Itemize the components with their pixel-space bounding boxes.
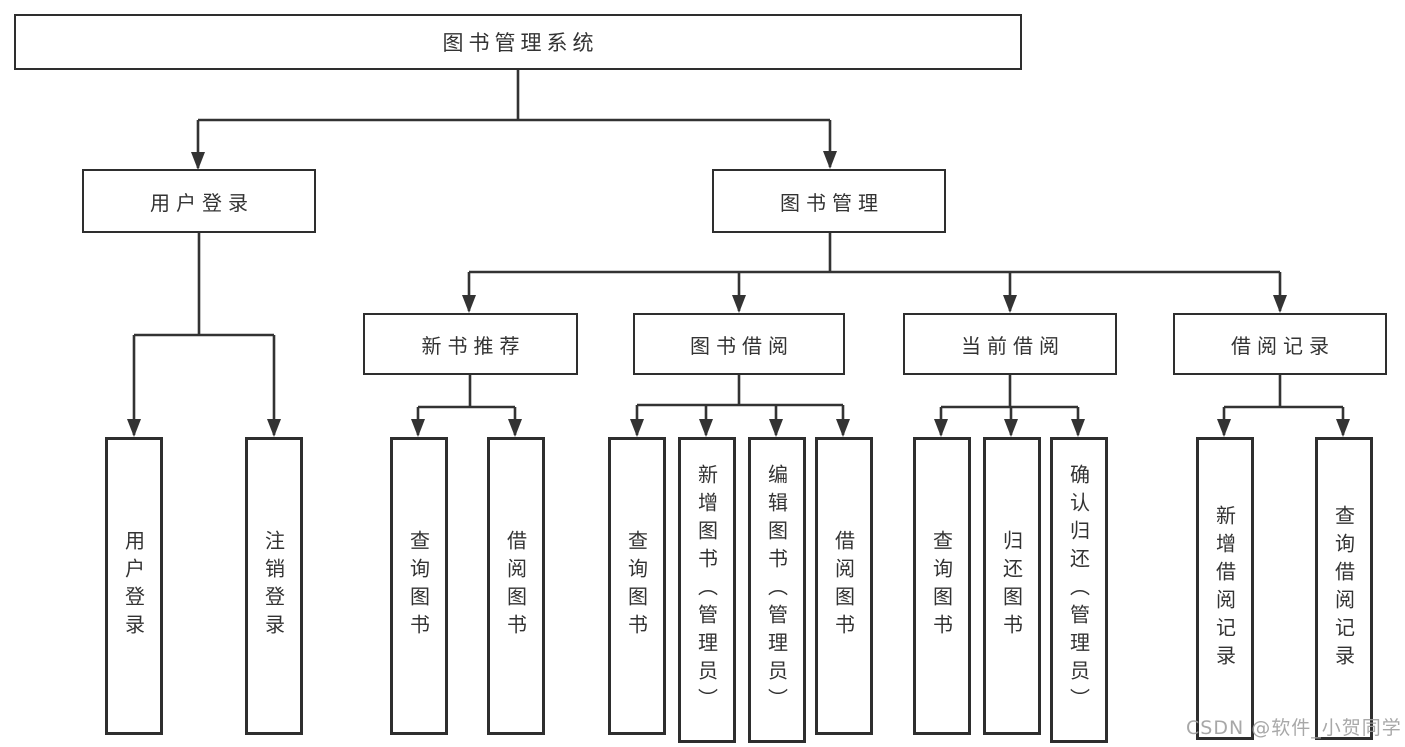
node-label: 确认归还（管理员） [1066, 464, 1091, 716]
node-label: 图书管理系统 [442, 31, 599, 55]
leaf-node-query-borrow-record: 查询借阅记录 [1315, 437, 1373, 740]
leaf-node-query-books-2: 查询图书 [608, 437, 666, 735]
arrowheads [127, 151, 1350, 437]
node-label: 用户登录 [150, 190, 254, 215]
node-label: 查询图书 [406, 530, 431, 642]
node-new-book-recommendation: 新书推荐 [363, 313, 578, 375]
node-book-management: 图书管理 [712, 169, 946, 233]
node-label: 借阅记录 [1231, 333, 1335, 358]
node-label: 注销登录 [261, 530, 286, 642]
node-user-login: 用户登录 [82, 169, 316, 233]
watermark: CSDN @软件_小贺同学 [1186, 717, 1402, 739]
leaf-node-return-books: 归还图书 [983, 437, 1041, 735]
node-book-borrowing: 图书借阅 [633, 313, 845, 375]
node-label: 当前借阅 [961, 333, 1065, 358]
leaf-node-borrow-books-2: 借阅图书 [815, 437, 873, 735]
leaf-node-query-books-3: 查询图书 [913, 437, 971, 735]
connector-book-management-children [467, 232, 1282, 311]
node-label: 归还图书 [999, 530, 1024, 642]
node-label: 查询借阅记录 [1331, 504, 1356, 673]
connector-new-book-children [416, 375, 517, 435]
connector-borrow-records-children [1222, 375, 1345, 435]
leaf-node-user-login: 用户登录 [105, 437, 163, 735]
node-label: 新书推荐 [421, 333, 526, 358]
node-label: 用户登录 [121, 530, 146, 642]
node-label: 查询图书 [624, 530, 649, 642]
leaf-node-confirm-return-admin: 确认归还（管理员） [1050, 437, 1108, 743]
connector-book-borrowing-children [635, 375, 845, 435]
connector-root-to-level2 [196, 70, 832, 168]
node-label: 借阅图书 [831, 530, 856, 642]
leaf-node-add-book-admin: 新增图书（管理员） [678, 437, 736, 743]
leaf-node-add-borrow-record: 新增借阅记录 [1196, 437, 1254, 740]
node-label: 新增图书（管理员） [694, 464, 719, 716]
node-current-borrowing: 当前借阅 [903, 313, 1117, 375]
node-borrowing-records: 借阅记录 [1173, 313, 1387, 375]
leaf-node-edit-book-admin: 编辑图书（管理员） [748, 437, 806, 743]
leaf-node-borrow-books-1: 借阅图书 [487, 437, 545, 735]
node-label: 查询图书 [929, 530, 954, 642]
node-label: 图书借阅 [690, 333, 794, 358]
node-label: 编辑图书（管理员） [764, 464, 789, 716]
node-library-management-system: 图书管理系统 [14, 14, 1022, 70]
leaf-node-query-books-1: 查询图书 [390, 437, 448, 735]
node-label: 借阅图书 [503, 530, 528, 642]
leaf-node-logout: 注销登录 [245, 437, 303, 735]
node-label: 图书管理 [780, 190, 884, 215]
connector-user-login-children [132, 232, 276, 435]
node-label: 新增借阅记录 [1212, 504, 1237, 673]
